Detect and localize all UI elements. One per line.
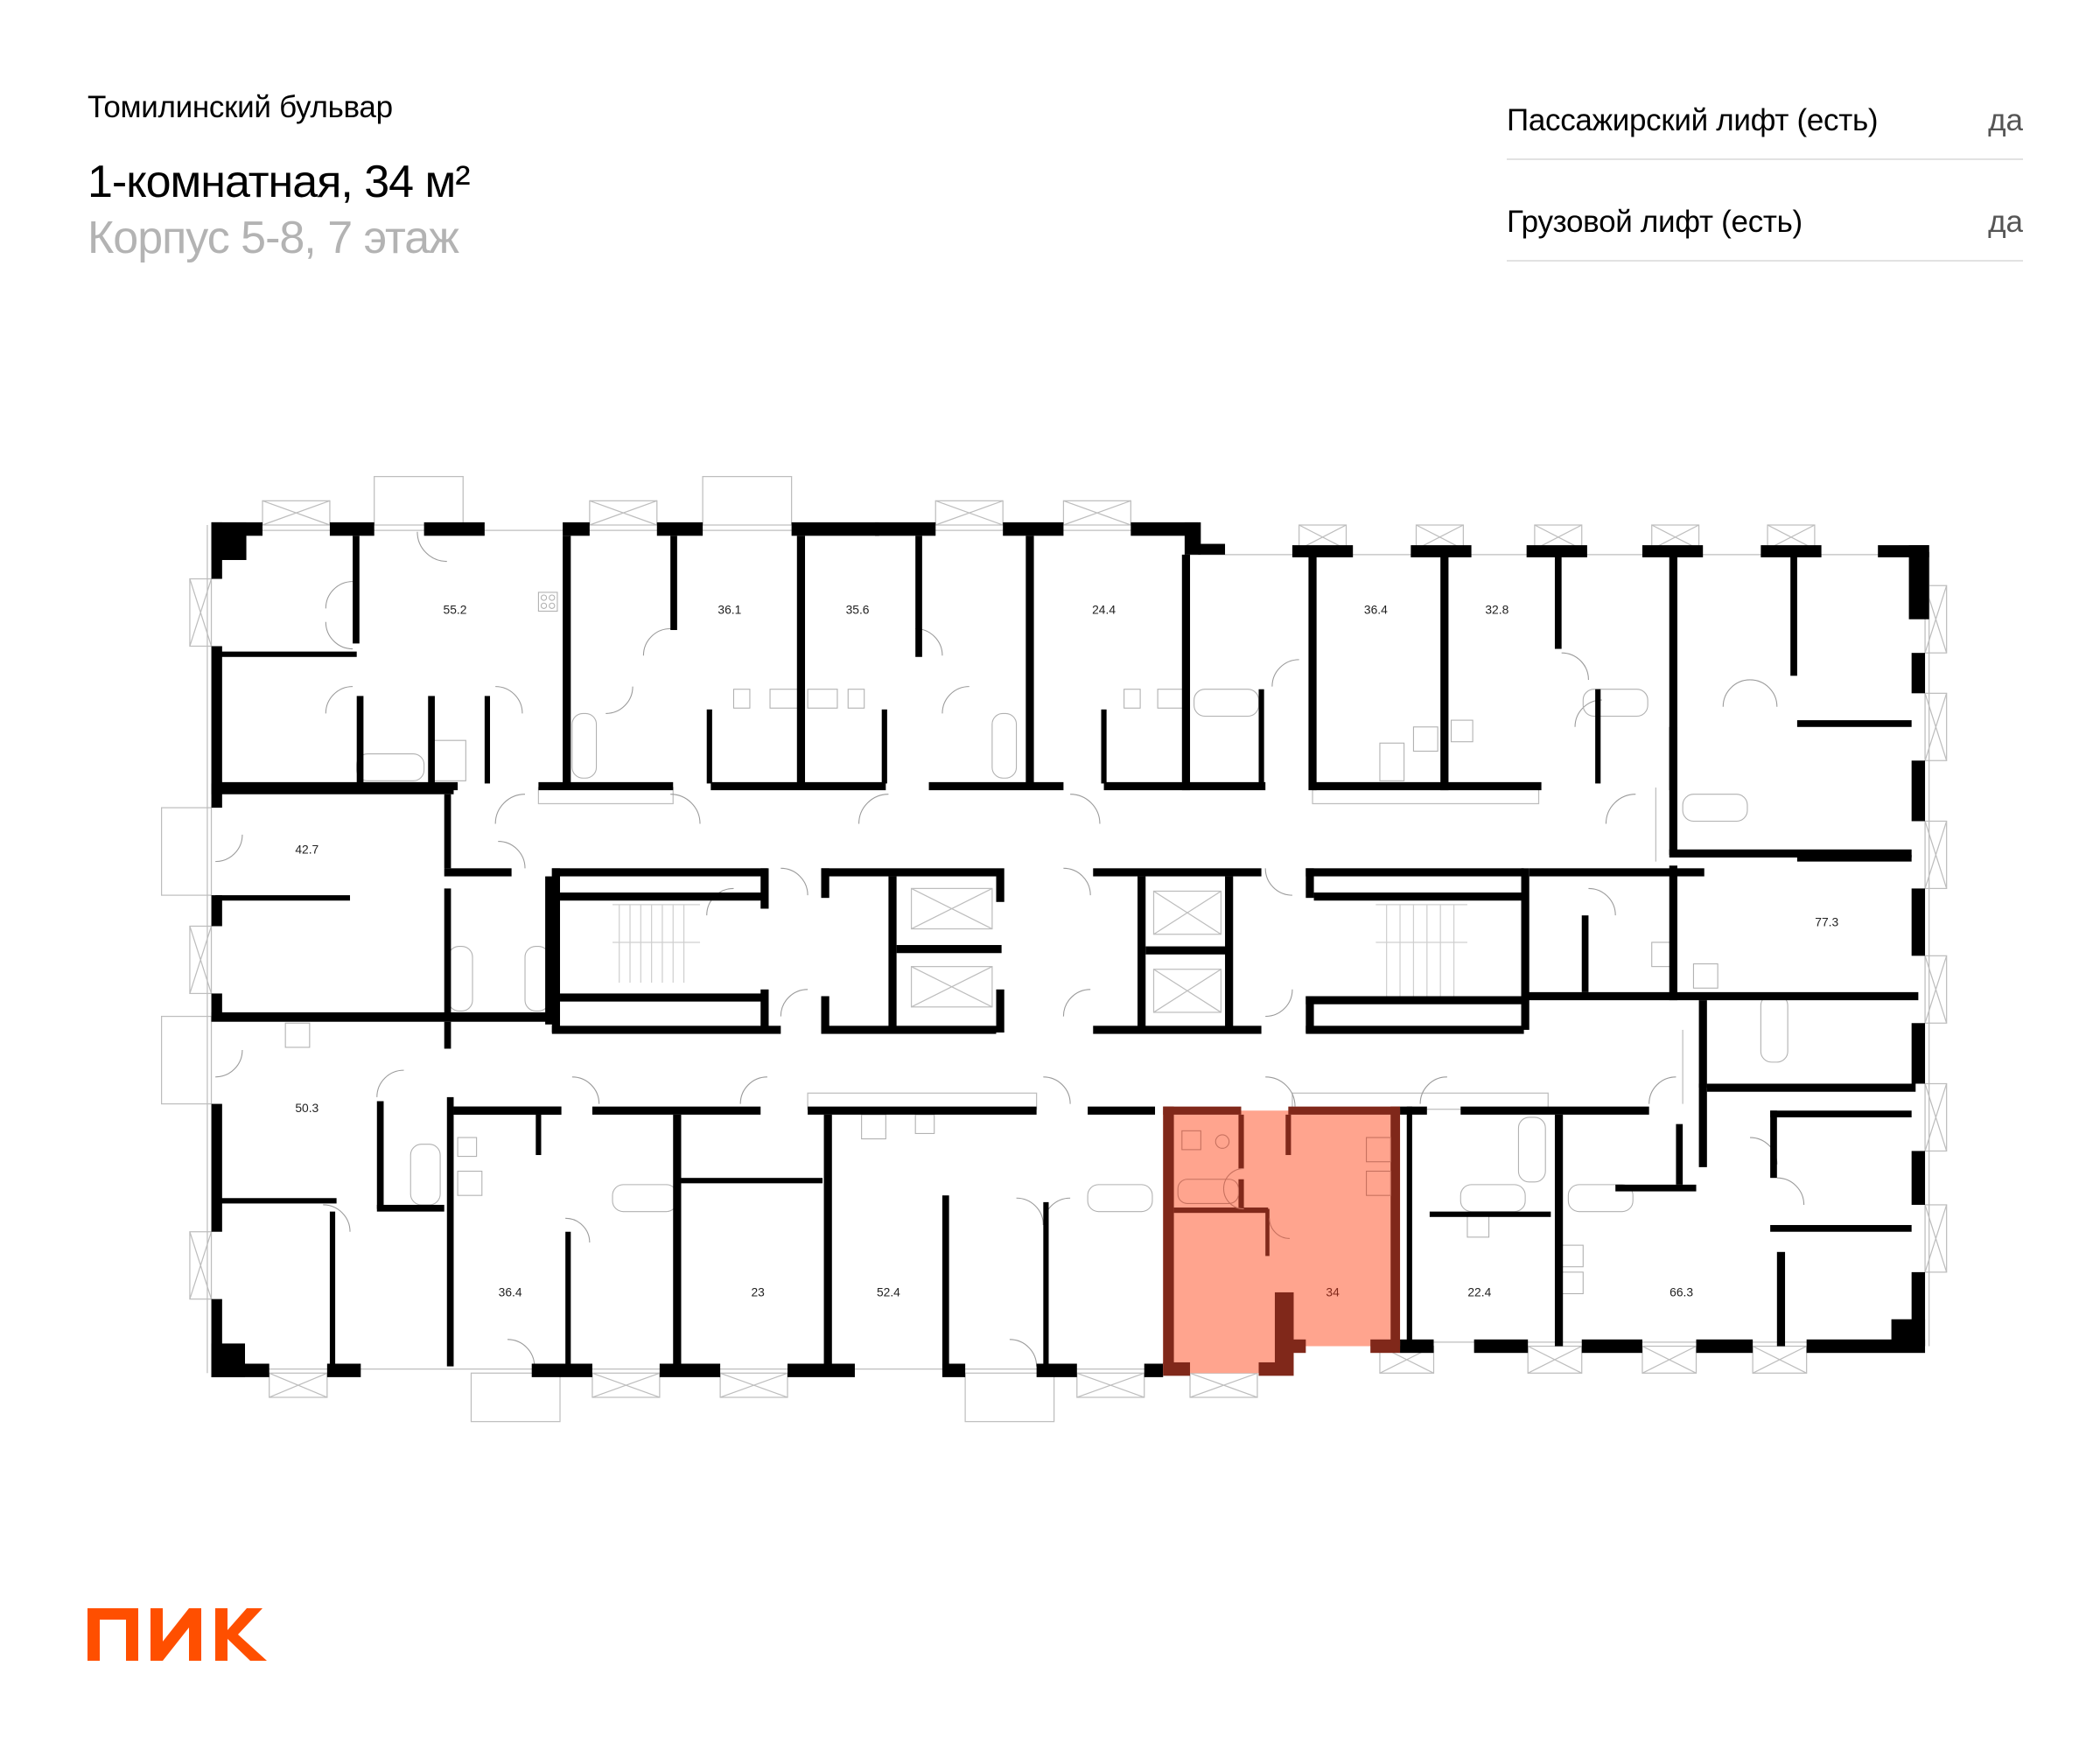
selected-apartment-34[interactable] <box>1163 1106 1401 1376</box>
area-label: 52.4 <box>877 1285 900 1299</box>
features-list: Пассажирский лифт (есть) да Грузовой лиф… <box>1507 83 2023 262</box>
doors <box>215 531 1805 1367</box>
area-label: 36.4 <box>499 1285 522 1299</box>
selected-area-label: 34 <box>1326 1285 1340 1299</box>
area-label: 36.1 <box>718 603 741 617</box>
area-label: 35.6 <box>846 603 870 617</box>
area-label: 42.7 <box>295 842 318 856</box>
area-label: 50.3 <box>295 1101 318 1115</box>
feature-value: да <box>1988 103 2023 137</box>
windows <box>161 476 1948 1423</box>
complex-name: Томилинский бульвар <box>88 90 393 124</box>
area-label: 77.3 <box>1815 914 1838 928</box>
area-label: 55.2 <box>444 603 467 617</box>
area-label: 22.4 <box>1467 1285 1491 1299</box>
building-floor: Корпус 5-8, 7 этаж <box>88 213 459 263</box>
walls <box>211 522 1929 1377</box>
feature-label: Грузовой лифт (есть) <box>1507 205 1802 239</box>
area-label: 32.8 <box>1485 603 1508 617</box>
feature-label: Пассажирский лифт (есть) <box>1507 103 1879 137</box>
apartment-title: 1-комнатная, 34 м² <box>88 157 471 207</box>
feature-value: да <box>1988 205 2023 239</box>
pik-logo <box>88 1608 267 1661</box>
area-label: 24.4 <box>1092 603 1116 617</box>
area-label: 36.4 <box>1364 603 1388 617</box>
area-label: 66.3 <box>1670 1285 1693 1299</box>
feature-passenger-lift: Пассажирский лифт (есть) да <box>1507 83 2023 160</box>
feature-freight-lift: Грузовой лифт (есть) да <box>1507 185 2023 262</box>
area-label: 23 <box>751 1285 765 1299</box>
room-labels: 55.2 36.1 35.6 24.4 36.4 32.8 42.7 77.3 … <box>295 603 1838 1299</box>
